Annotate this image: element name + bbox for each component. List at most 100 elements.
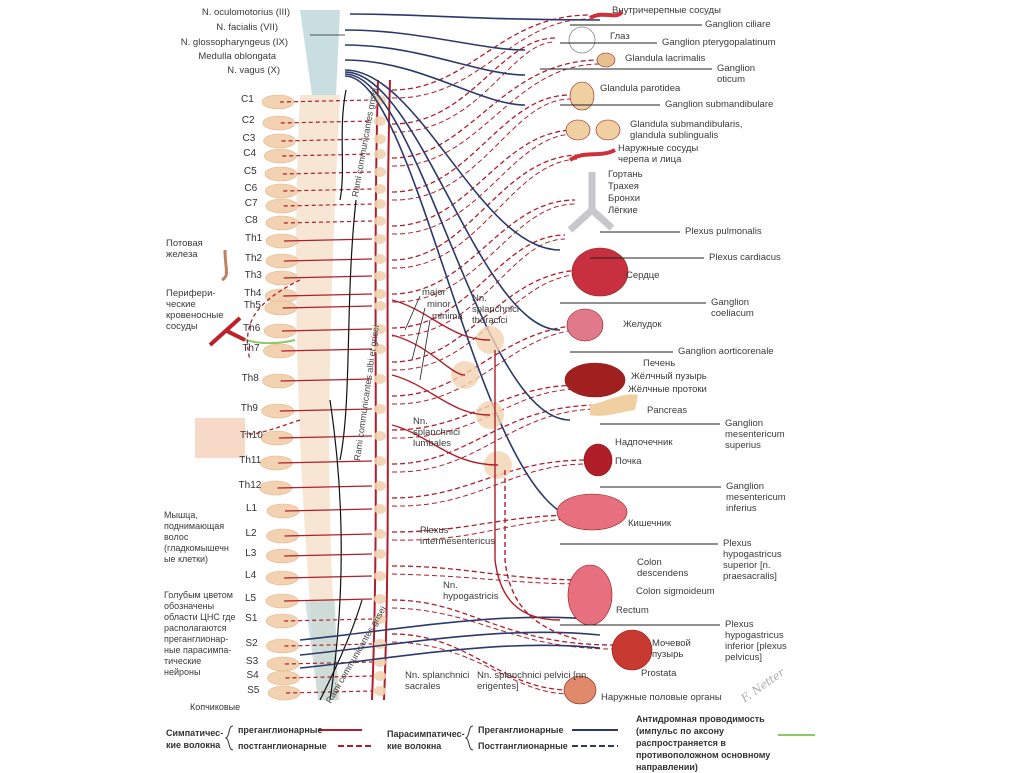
postganglionic-sympathetic bbox=[239, 279, 301, 435]
ramus-communicans bbox=[283, 203, 373, 207]
segment-label: S2 bbox=[245, 638, 258, 649]
label-sweat-gland: Потовая железа bbox=[166, 238, 203, 260]
legend-parasympathetic-title: Парасимпатичес-кие волокна bbox=[387, 729, 465, 751]
preganglionic-parasympathetic bbox=[344, 71, 561, 331]
postganglionic-sympathetic bbox=[391, 463, 589, 507]
trunk-ganglion bbox=[374, 549, 386, 559]
ramus-communicans bbox=[285, 675, 373, 679]
organ-label: Ganglion aorticorenale bbox=[678, 346, 774, 357]
segment-label: Th2 bbox=[244, 253, 263, 264]
trunk-ganglion bbox=[374, 404, 386, 414]
segment-label: C8 bbox=[244, 215, 258, 226]
ramus-communicans bbox=[281, 348, 373, 352]
organ-label: Лёгкие bbox=[608, 205, 638, 216]
trunk-ganglion bbox=[374, 301, 386, 311]
postganglionic-sympathetic bbox=[391, 133, 576, 235]
trunk-ganglion bbox=[374, 167, 386, 177]
organ-label: Ganglion mesentericum superius bbox=[725, 418, 785, 451]
postganglionic-sympathetic bbox=[391, 408, 601, 473]
organ-label: Ganglion coeliacum bbox=[711, 297, 754, 319]
organ-label: Glandula lacrimalis bbox=[625, 53, 706, 64]
trunk-ganglion bbox=[374, 289, 386, 299]
segment-label: C4 bbox=[243, 148, 257, 159]
organ-label: Colon descendens bbox=[637, 557, 689, 579]
legend-sym-pre: преганглионарные bbox=[238, 725, 323, 735]
vertebra bbox=[265, 198, 299, 214]
pancreas bbox=[590, 394, 638, 416]
ramus-communicans bbox=[278, 460, 373, 464]
organ-label: Сердце bbox=[626, 270, 660, 281]
trunk-ganglion bbox=[374, 199, 386, 209]
legend-sym-post: постганглионарные bbox=[238, 741, 327, 751]
postganglionic-sympathetic bbox=[391, 59, 601, 159]
segment-label: L2 bbox=[245, 528, 257, 539]
trunk-ganglion bbox=[374, 234, 386, 244]
segment-label: S3 bbox=[245, 656, 259, 667]
preganglionic-parasympathetic bbox=[349, 13, 601, 21]
segment-label: Th11 bbox=[239, 455, 262, 466]
organ-label: Ganglion oticum bbox=[717, 63, 756, 85]
organ-label: Ganglion mesentericum inferius bbox=[726, 481, 786, 514]
organ-label: Glandula parotidea bbox=[600, 83, 681, 94]
organ-label: Желудок bbox=[623, 319, 662, 330]
label-plexus-intermesentericus: Plexus intermesentericus bbox=[420, 525, 495, 547]
ramus-communicans bbox=[284, 618, 373, 622]
legend-brace bbox=[464, 725, 474, 751]
leader-lines bbox=[310, 24, 721, 626]
trunk-ganglion bbox=[374, 594, 386, 604]
trunk-ganglion bbox=[374, 614, 386, 624]
face-vessel bbox=[568, 148, 616, 162]
postganglionic-sympathetic bbox=[391, 238, 566, 337]
vertebra bbox=[263, 133, 296, 149]
hypogastric-nerve bbox=[494, 350, 561, 621]
ramus-communicans bbox=[281, 138, 373, 142]
postganglionic-sympathetic bbox=[391, 565, 591, 581]
legend-antidromic: Антидромная проводимость (импульс по акс… bbox=[636, 714, 771, 772]
vertebra bbox=[267, 685, 301, 701]
trunk-ganglion bbox=[374, 671, 386, 681]
urinary-bladder bbox=[611, 629, 653, 671]
pelvic-splanchnic-nerve bbox=[299, 644, 601, 669]
segment-label: C1 bbox=[241, 94, 254, 105]
preganglionic-parasympathetic bbox=[344, 44, 526, 76]
legend-brace bbox=[224, 725, 234, 751]
organ-label: Plexus cardiacus bbox=[709, 252, 781, 263]
organ-label: Pancreas bbox=[647, 405, 688, 416]
vertebra bbox=[265, 183, 298, 199]
postganglionic-sympathetic bbox=[391, 269, 586, 363]
postganglionic-sympathetic bbox=[391, 94, 571, 193]
postganglionic-sympathetic bbox=[391, 234, 566, 329]
preganglionic-parasympathetic bbox=[344, 69, 561, 251]
segment-label: Th6 bbox=[243, 323, 261, 334]
leader-line bbox=[419, 319, 431, 381]
ramus-communicans bbox=[283, 258, 373, 262]
label-cns-note: Голубым цветом обозначены области ЦНС гд… bbox=[164, 590, 236, 677]
segment-label: Th4 bbox=[244, 288, 262, 299]
trunk-ganglion bbox=[374, 216, 386, 226]
ramus-communicans bbox=[283, 238, 373, 242]
trunk-ganglion bbox=[374, 184, 386, 194]
trunk-ganglion bbox=[374, 374, 386, 384]
trunk-ganglion bbox=[374, 134, 386, 144]
parotid-gland bbox=[569, 81, 595, 111]
postganglionic-sympathetic bbox=[391, 459, 589, 499]
organ-label: Мочевой пузырь bbox=[652, 638, 691, 660]
postganglionic-sympathetic bbox=[391, 14, 591, 91]
legend-para-pre: Преганглионарные bbox=[478, 725, 564, 735]
trunk-ganglion bbox=[374, 254, 386, 264]
label-major: major bbox=[422, 287, 446, 298]
postganglionic-sympathetic bbox=[391, 514, 581, 533]
postganglionic-sympathetic bbox=[391, 203, 576, 303]
organ-label: Трахея bbox=[608, 181, 639, 192]
segment-label: C2 bbox=[241, 115, 255, 126]
segment-label: Th9 bbox=[240, 403, 258, 414]
segment-label: L3 bbox=[245, 548, 257, 559]
organ-label: Почка bbox=[615, 456, 642, 467]
legend-sympathetic-title: Симпатичес-кие волокна bbox=[166, 728, 224, 750]
ramus-communicans bbox=[284, 575, 373, 579]
segment-label: C5 bbox=[243, 166, 257, 177]
hypogastric-nerve bbox=[504, 470, 581, 641]
ramus-communicans bbox=[282, 328, 373, 332]
segment-label: L4 bbox=[245, 570, 257, 581]
